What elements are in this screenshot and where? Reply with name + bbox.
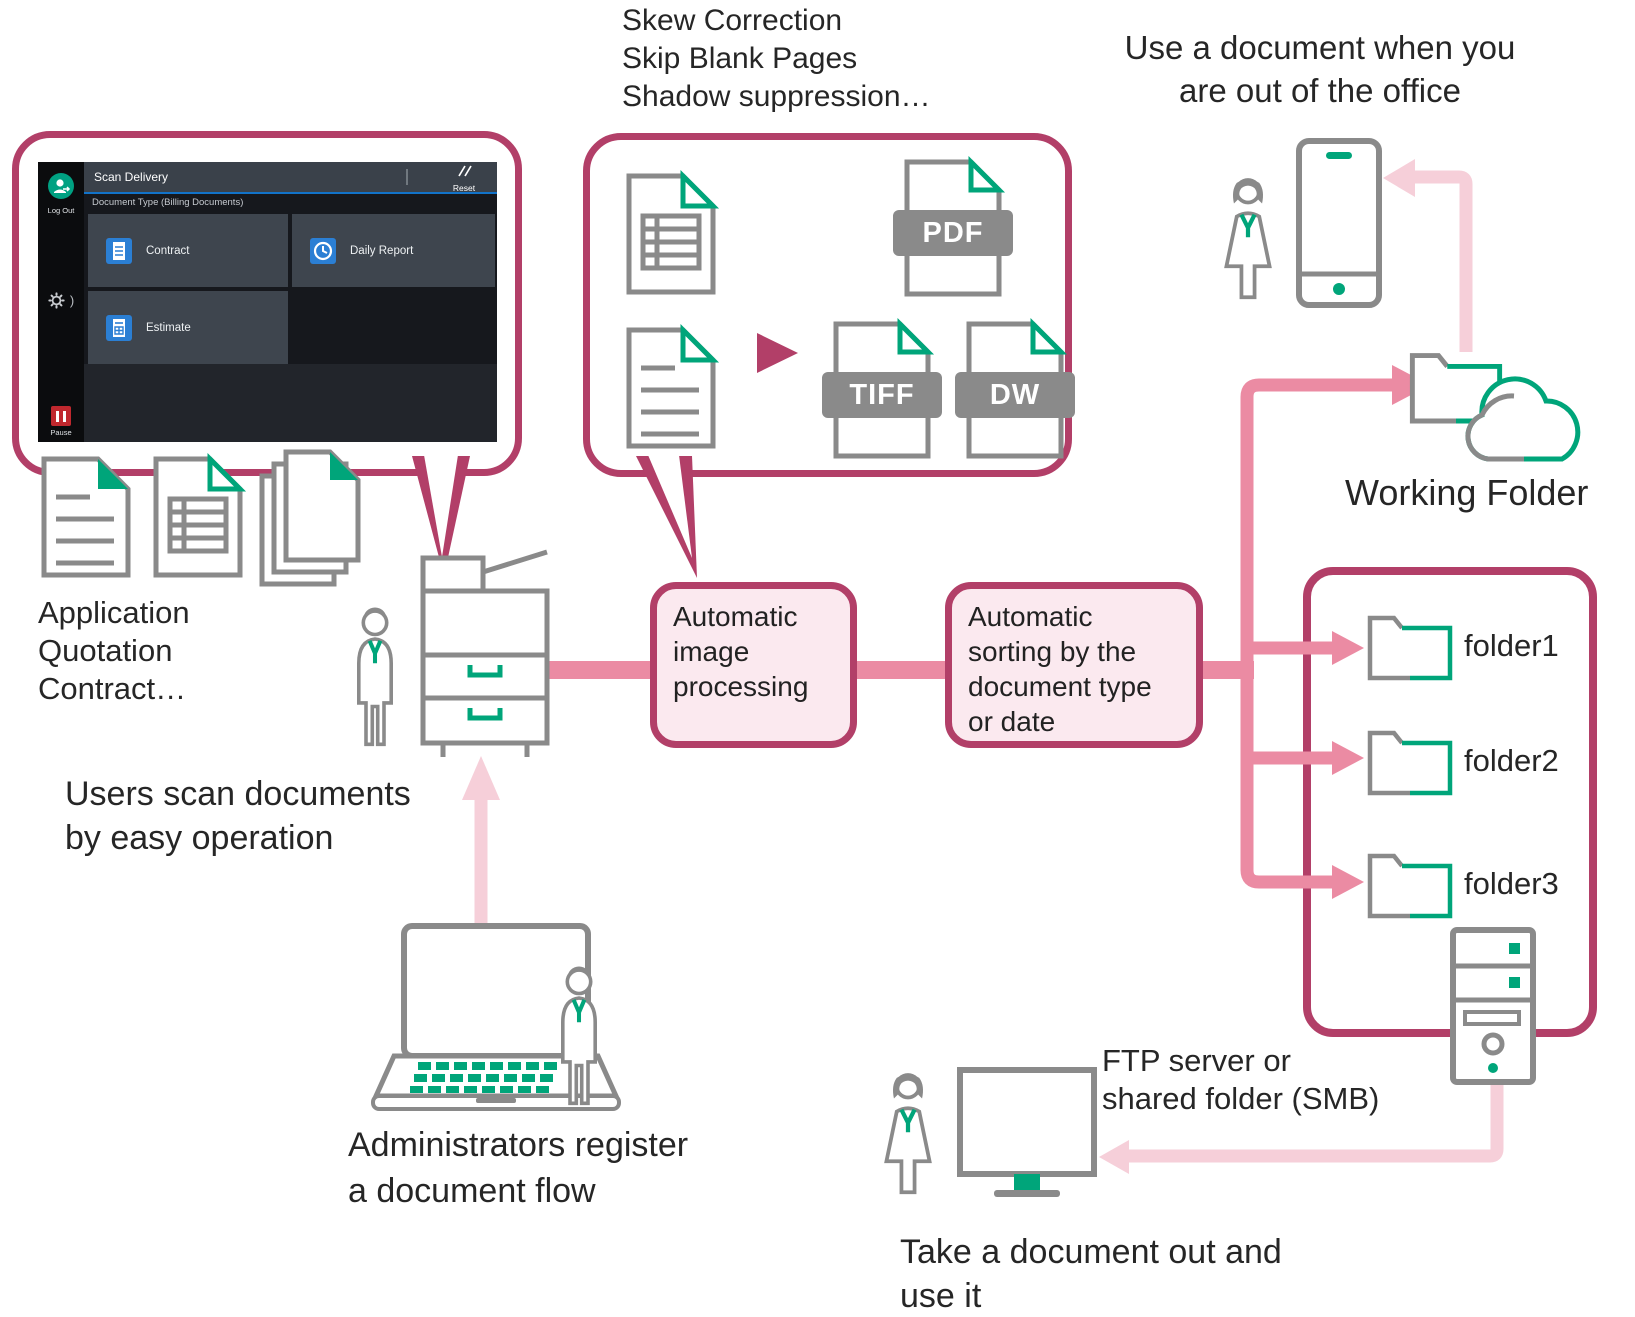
settings-button[interactable]: ) [38,292,84,309]
admin-person-icon [561,966,597,1106]
smartphone-icon [1296,138,1382,308]
auto-image-processing-box: Automatic image processing [650,582,857,748]
users-scan-caption: Users scan documents by easy operation [65,775,411,857]
clock-icon [310,237,336,264]
tile-estimate[interactable]: Estimate [88,291,288,364]
header-divider [406,169,408,185]
dw-label: DW [989,378,1041,411]
reset-button[interactable]: Reset [436,164,492,193]
working-folder-label: Working Folder [1345,472,1589,513]
gear-icon [48,292,65,309]
document-types-note: Application Quotation Contract… [38,595,190,706]
pause-label: Pause [50,428,72,437]
office-user-icon [884,1073,932,1195]
arrowhead-monitor [1099,1140,1129,1174]
folder1-label: folder1 [1464,628,1559,663]
reset-label: Reset [452,183,476,193]
screen-lower-area [84,364,497,442]
server-icon [1450,927,1536,1085]
estimate-doc-icon [106,314,132,341]
tiff-label: TIFF [849,378,915,411]
dw-file-icon [955,317,1075,459]
arrowhead-printer [462,756,500,800]
pause-button[interactable]: Pause [38,406,84,437]
tile-contract[interactable]: Contract [88,214,288,287]
document-stack-icon [259,449,361,587]
arrow-working-folder-to-phone [1415,170,1473,352]
cloud-icon [1465,376,1581,462]
features-note: Skew Correction Skip Blank Pages Shadow … [622,4,931,113]
tile-daily-report[interactable]: Daily Report [292,214,495,287]
table-document-icon [626,169,720,295]
admins-register-caption: Administrators register a document flow [348,1126,689,1210]
reset-icon [458,165,472,177]
printer-icon [420,549,550,757]
arrowhead-phone [1383,159,1415,197]
document-type-label: Document Type (Billing Documents) [92,197,244,208]
monitor-icon [957,1067,1097,1197]
ftp-server-caption: FTP server or shared folder (SMB) [1102,1043,1380,1116]
pause-icon [51,406,71,426]
header-accent-line [84,192,497,194]
contract-doc-icon [106,237,132,264]
tile-label: Estimate [146,321,191,334]
folder-icon [1367,730,1453,796]
tiff-file-icon [822,317,942,459]
screen-body: Document Type (Billing Documents) Contra… [84,194,497,442]
user-person-icon [357,607,393,747]
tile-label: Daily Report [350,244,414,257]
mobile-user-icon [1224,178,1272,300]
laptop-icon [371,923,621,1111]
screen-sidebar: Log Out ) Pause [38,162,84,442]
tile-label: Contract [146,244,190,257]
out-of-office-caption: Use a document when you are out of the o… [1124,29,1516,109]
pdf-label: PDF [922,216,984,249]
folder2-label: folder2 [1464,743,1559,778]
pdf-file-icon [893,155,1013,297]
folder3-label: folder3 [1464,866,1559,901]
table-document-icon [153,452,247,578]
log-out-button[interactable]: Log Out [38,173,84,215]
screen-header: Scan Delivery Reset [84,162,497,193]
auto-sorting-box: Automatic sorting by the document type o… [945,582,1203,748]
folder-icon [1367,615,1453,681]
screen-title: Scan Delivery [94,170,169,184]
scan-delivery-screen: Scan Delivery Reset Document Type (Billi… [38,162,497,442]
take-document-caption: Take a document out and use it [900,1233,1282,1315]
expand-glyph: ) [69,293,75,308]
log-out-icon [48,173,74,199]
log-out-label: Log Out [47,206,75,215]
folder-icon [1367,853,1453,919]
text-document-icon [41,456,131,578]
text-document-icon [626,323,720,449]
